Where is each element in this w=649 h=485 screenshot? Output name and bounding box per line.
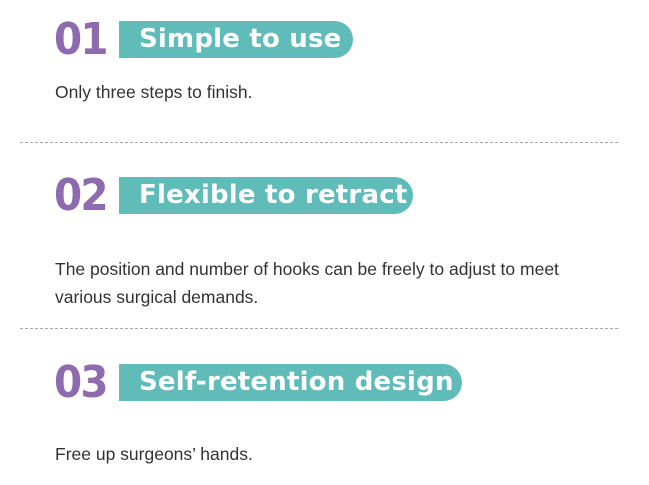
feature-heading: 03 Self-retention design [54, 357, 462, 408]
feature-title-pill: Self-retention design [119, 364, 462, 401]
feature-number: 02 [54, 170, 108, 221]
feature-description: Free up surgeons’ hands. [55, 444, 253, 464]
feature-heading: 01 Simple to use [54, 14, 353, 65]
dashed-divider [20, 328, 618, 329]
feature-number: 03 [54, 357, 108, 408]
feature-description: Only three steps to finish. [55, 82, 253, 102]
feature-heading: 02 Flexible to retract [54, 170, 413, 221]
feature-description: The position and number of hooks can be … [55, 259, 559, 307]
feature-title-pill: Simple to use [119, 21, 353, 58]
feature-number: 01 [54, 14, 108, 65]
feature-title-pill: Flexible to retract [119, 177, 413, 214]
dashed-divider [20, 142, 618, 143]
